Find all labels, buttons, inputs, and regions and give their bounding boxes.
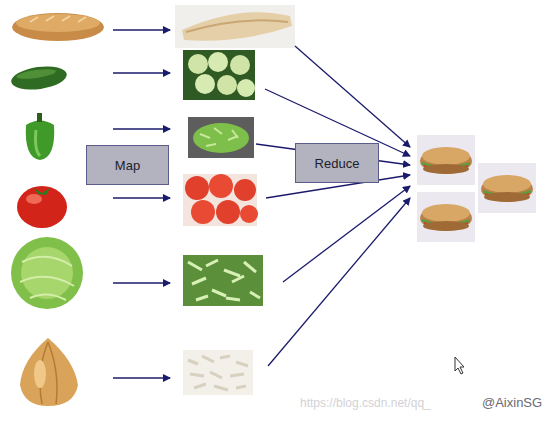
baguette [12,13,104,41]
cucumber [10,63,69,93]
map-box: Map [86,145,169,185]
chopped-onion [183,350,253,395]
flow-arrows [113,30,410,378]
node-label: Reduce [315,156,360,171]
onion [20,338,78,406]
pepper [26,113,54,160]
chopped-pepper [188,117,254,158]
mouse-cursor [455,357,464,374]
chopped-lettuce [183,255,263,306]
tomato-slices [183,174,258,226]
node-label: Map [115,158,140,173]
tomato [17,186,67,228]
lettuce [11,237,83,309]
watermark-text: @AixinSG [482,395,542,410]
reduce-box: Reduce [295,143,379,183]
cucumber-slices [183,50,255,100]
sandwiches [417,135,536,242]
sliced-bread [175,5,295,48]
watermark-text: https://blog.csdn.net/qq_ [300,396,431,410]
